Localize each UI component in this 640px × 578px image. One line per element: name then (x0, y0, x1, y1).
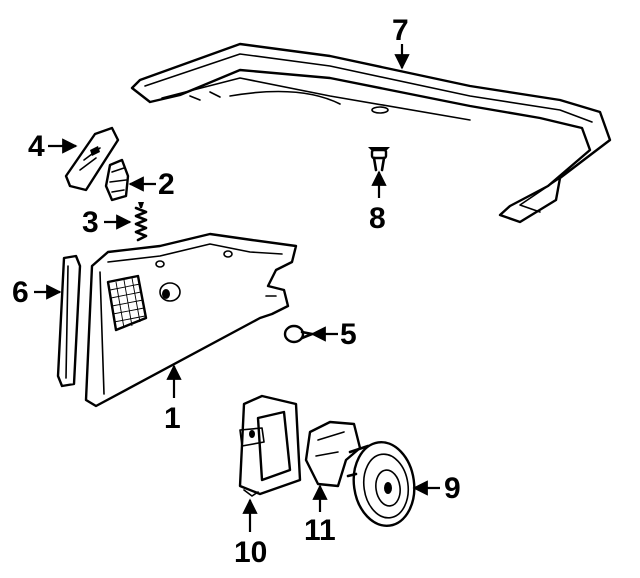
speaker (346, 440, 416, 528)
latch-spring (134, 202, 148, 242)
speaker-baffle (304, 420, 362, 488)
callout-1: 1 (164, 402, 181, 435)
latch-bracket (104, 158, 130, 202)
callout-8: 8 (369, 202, 386, 235)
push-clip (283, 324, 314, 344)
callout-11: 11 (304, 514, 336, 547)
weatherstrip (56, 254, 82, 388)
callout-10: 10 (234, 536, 267, 569)
callout-9: 9 (444, 472, 461, 505)
quarter-trim-panel (84, 232, 298, 408)
retainer-pin (368, 147, 390, 172)
callout-2: 2 (158, 168, 175, 201)
speaker-bracket (238, 394, 302, 497)
callout-5: 5 (340, 318, 357, 351)
package-shelf-trim (130, 42, 612, 224)
callout-4: 4 (28, 130, 45, 163)
callout-6: 6 (12, 276, 29, 309)
callout-7: 7 (392, 14, 409, 47)
latch-handle (64, 126, 120, 192)
callout-3: 3 (82, 206, 99, 239)
